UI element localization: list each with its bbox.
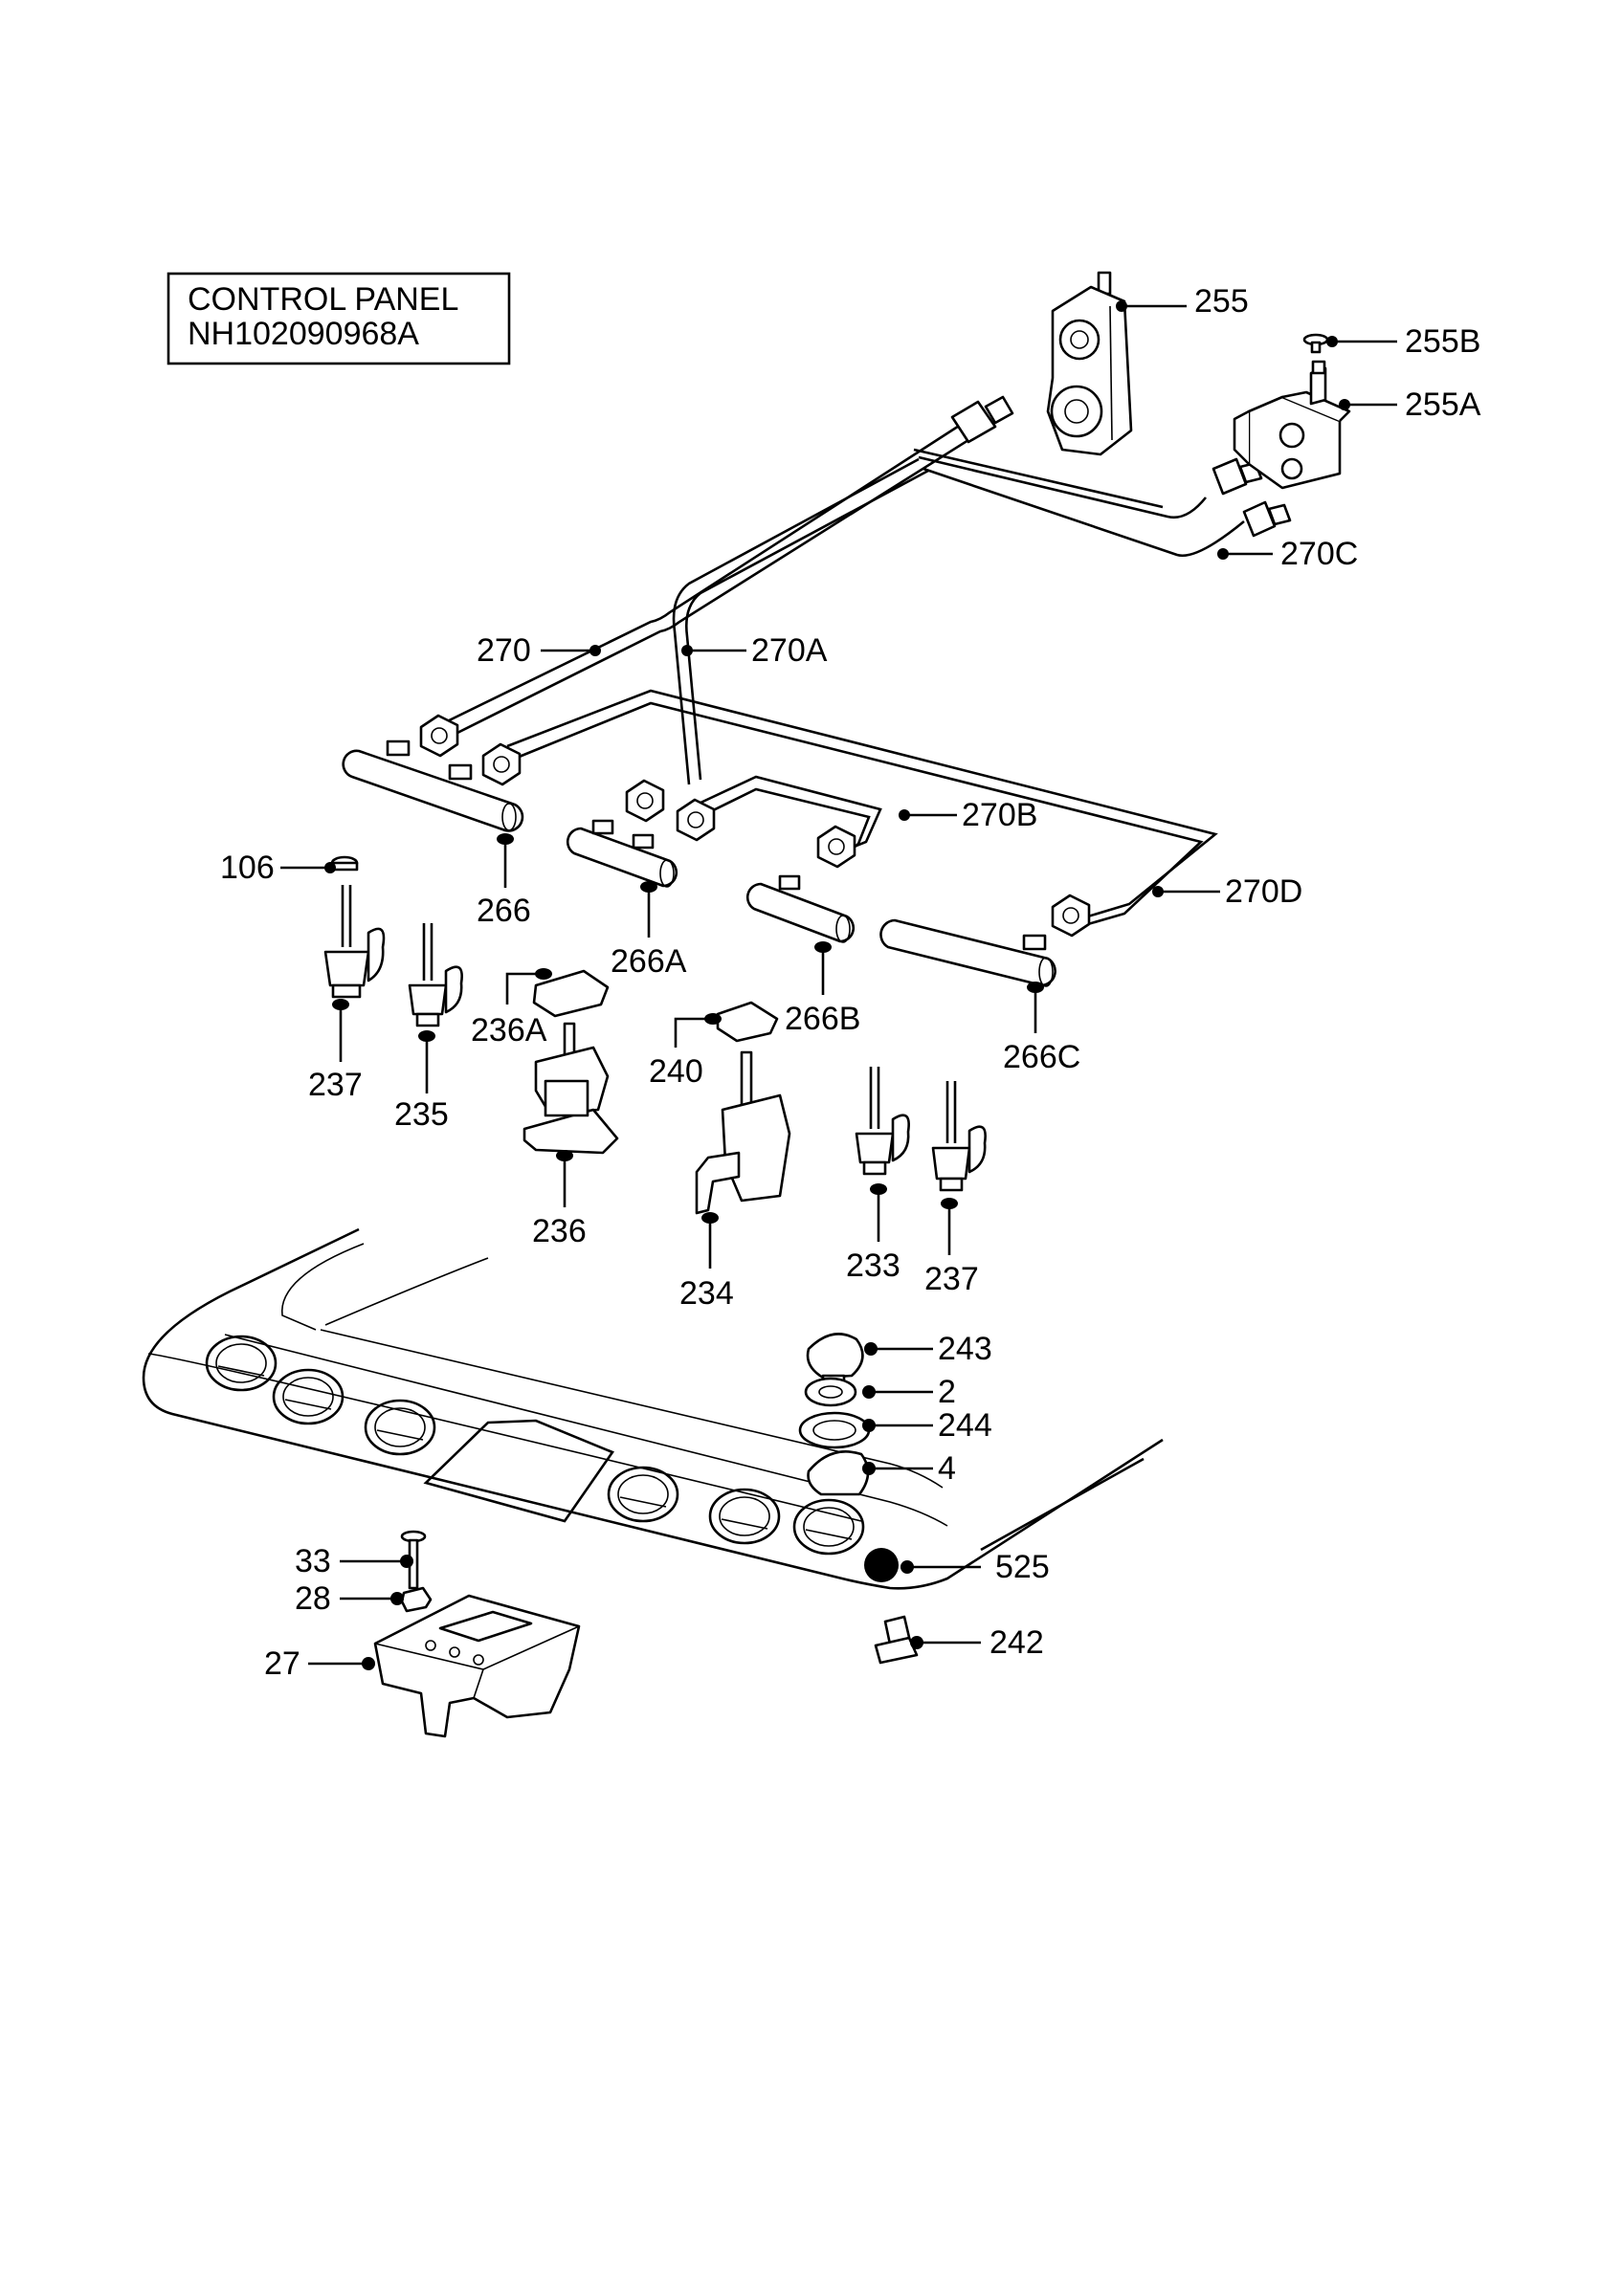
label-255B: 255B (1405, 323, 1480, 360)
label-235: 235 (394, 1096, 449, 1133)
nut-28 (400, 1586, 433, 1613)
screw-255B (1302, 333, 1329, 354)
label-106: 106 (220, 850, 275, 886)
label-33: 33 (295, 1543, 331, 1579)
label-236: 236 (532, 1213, 587, 1249)
button-525 (864, 1548, 899, 1582)
label-234: 234 (679, 1275, 734, 1312)
label-242: 242 (989, 1624, 1044, 1661)
knob-stack (798, 1333, 871, 1496)
label-525: 525 (995, 1549, 1050, 1585)
label-270A: 270A (751, 632, 828, 669)
label-270C: 270C (1280, 536, 1358, 572)
part-237-left (323, 885, 386, 999)
leader-lines (280, 300, 1397, 1670)
regulator-255A (1233, 360, 1351, 490)
title-line-1: CONTROL PANEL (188, 281, 458, 318)
label-266A: 266A (611, 943, 687, 980)
label-236A: 236A (471, 1012, 547, 1049)
label-255A: 255A (1405, 386, 1481, 423)
label-27: 27 (264, 1645, 300, 1682)
gas-pipes (419, 395, 1292, 938)
valve-236 (522, 969, 619, 1155)
label-233: 233 (846, 1247, 900, 1284)
part-labels: 255 255B 255A 270C 270 270A 270B 270D 26… (220, 283, 1481, 1682)
module-27 (373, 1594, 581, 1738)
title-box: CONTROL PANEL NH102090968A (167, 272, 511, 365)
label-28: 28 (295, 1580, 331, 1617)
label-270B: 270B (962, 797, 1037, 833)
label-237-right: 237 (924, 1261, 979, 1297)
part-237-right (931, 1081, 987, 1192)
label-270: 270 (477, 632, 531, 669)
injector-tubes (342, 740, 1056, 987)
label-243: 243 (938, 1331, 992, 1367)
control-panel-fascia (142, 1227, 1164, 1590)
label-266: 266 (477, 893, 531, 929)
label-270D: 270D (1225, 873, 1302, 910)
label-237-left: 237 (308, 1067, 363, 1103)
tube-266A (566, 819, 678, 888)
label-244: 244 (938, 1407, 992, 1444)
title-line-2: NH102090968A (188, 316, 419, 352)
tube-266 (342, 740, 524, 832)
switch-242 (874, 1615, 919, 1665)
part-233 (855, 1067, 910, 1176)
screw-33 (400, 1530, 427, 1590)
label-240: 240 (649, 1053, 703, 1090)
label-266B: 266B (785, 1001, 860, 1037)
label-255: 255 (1194, 283, 1249, 320)
tube-266B (745, 874, 856, 943)
label-4: 4 (938, 1450, 956, 1487)
valve-234 (695, 1001, 791, 1215)
label-2: 2 (938, 1374, 956, 1410)
label-266C: 266C (1003, 1039, 1080, 1075)
gas-valve-255 (1046, 271, 1133, 456)
part-235 (408, 923, 463, 1027)
tube-266C (879, 918, 1056, 987)
